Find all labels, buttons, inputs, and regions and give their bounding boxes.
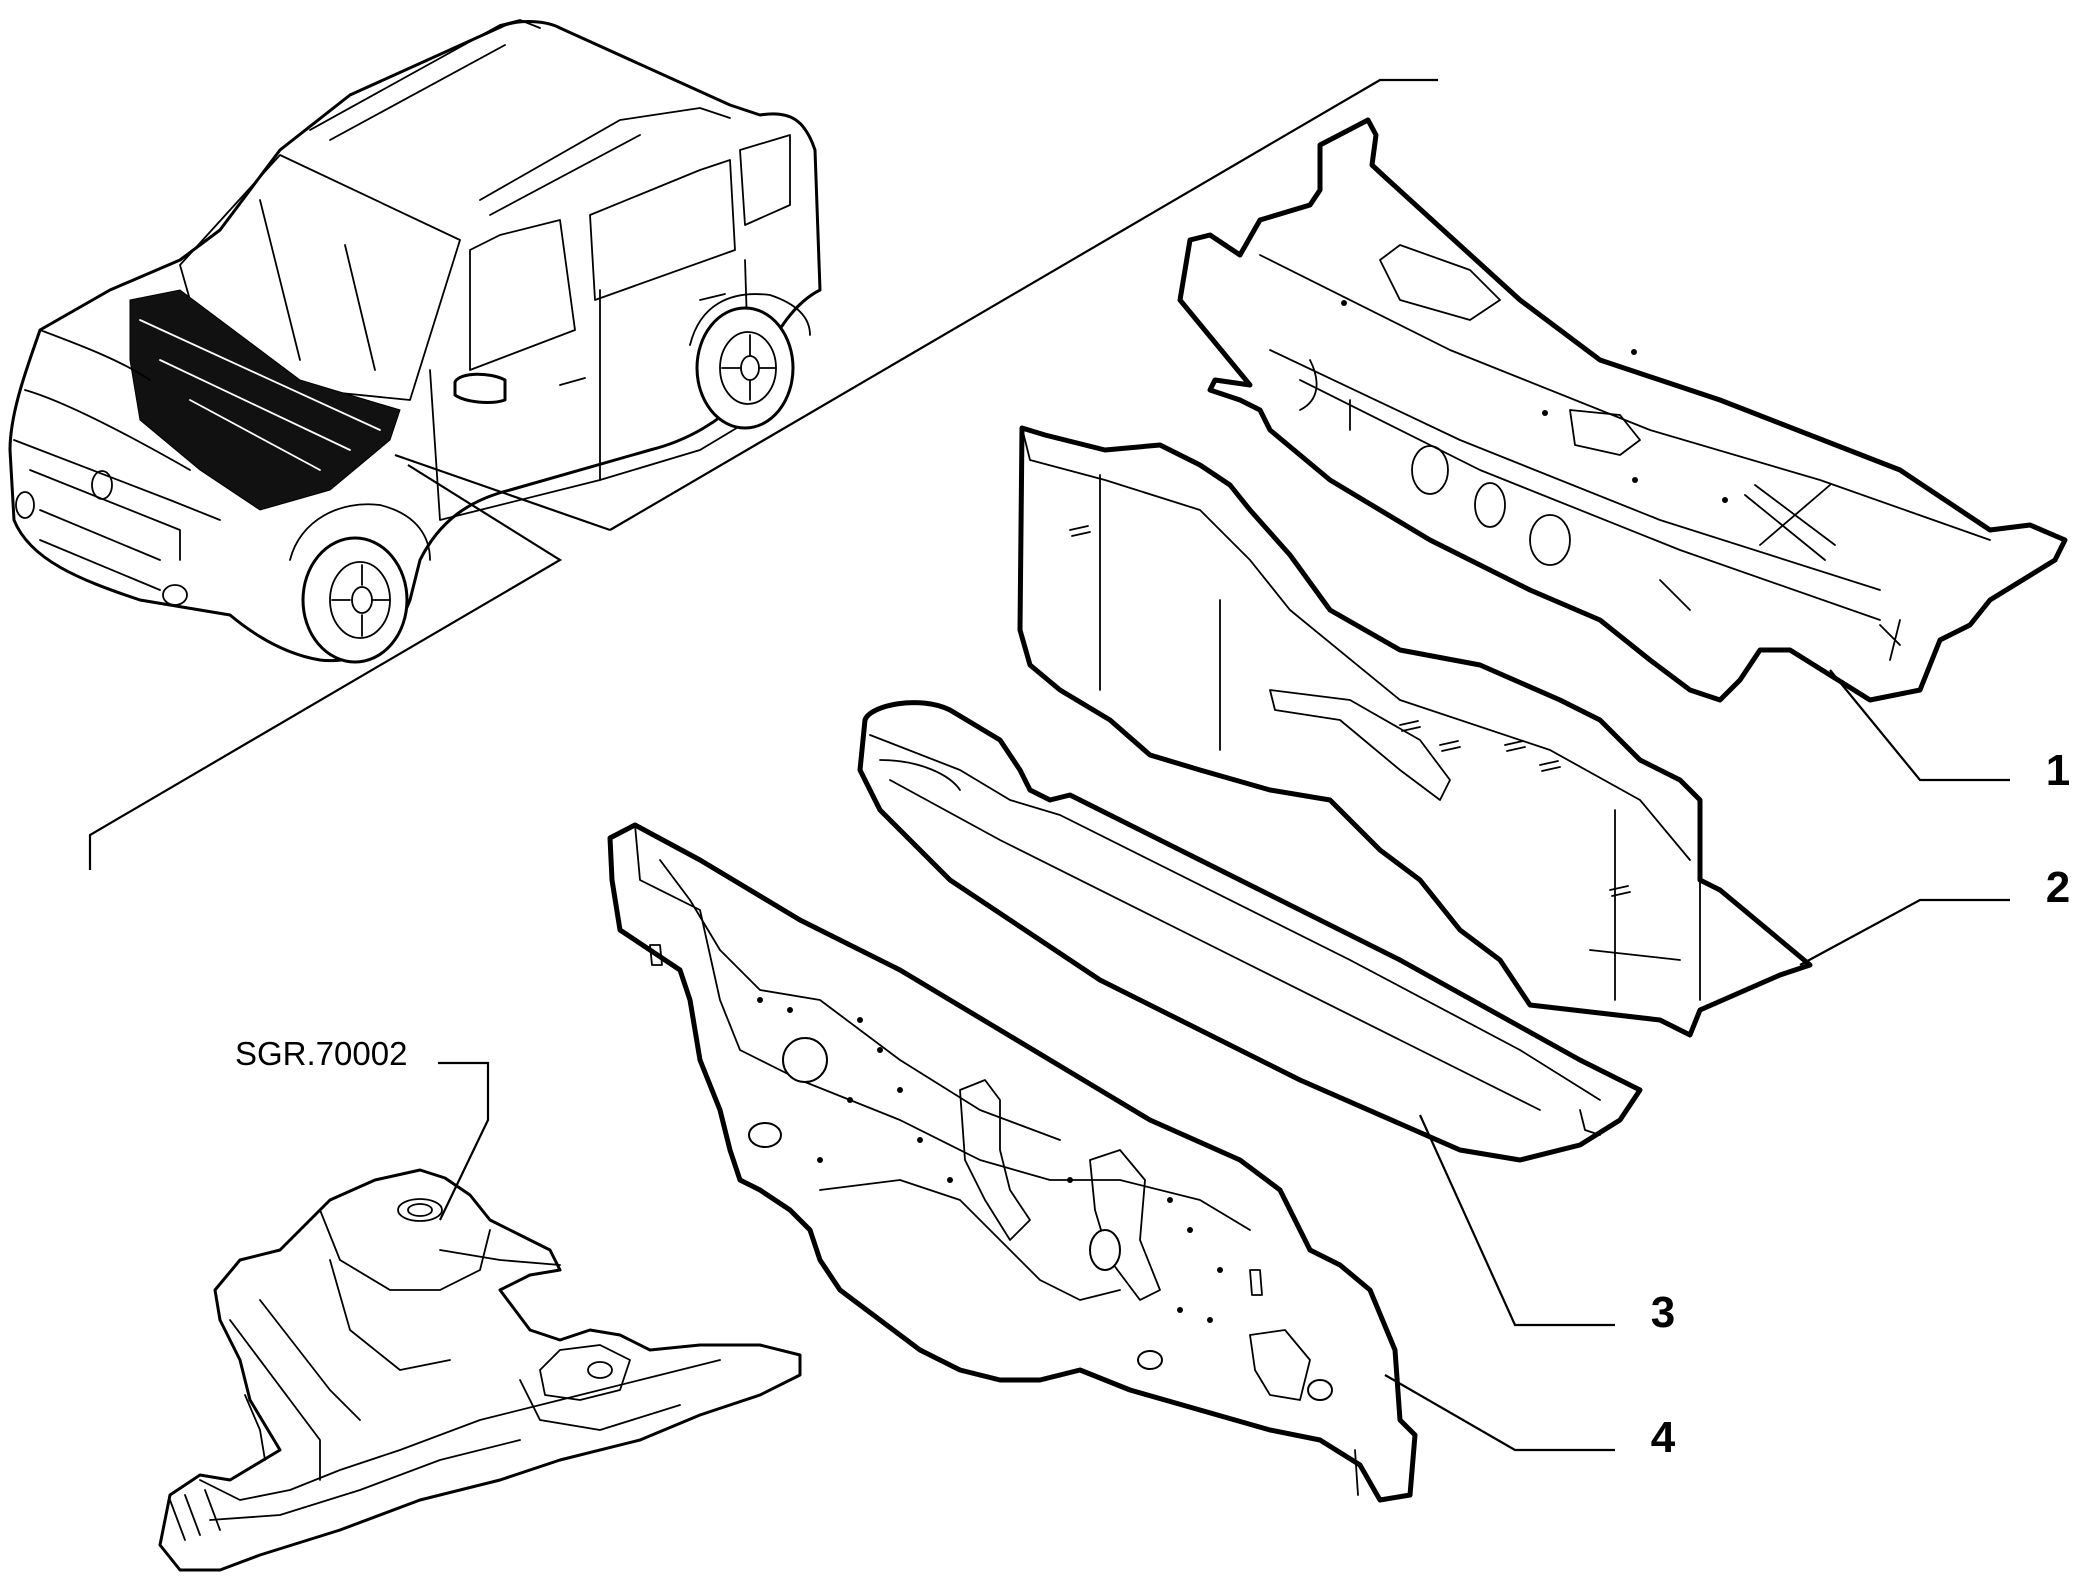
dashboard-studs xyxy=(1069,525,1631,897)
callout-2-label: 2 xyxy=(2046,863,2070,912)
reference-front-side-member xyxy=(158,1168,802,1572)
part-3-cross-member xyxy=(857,700,1643,1163)
overview-callout-lines xyxy=(88,78,1438,870)
bulkhead-holes xyxy=(757,997,1223,1323)
part-4-bulkhead-panel xyxy=(607,822,1418,1503)
callout-1-label: 1 xyxy=(2046,746,2070,795)
part-1-upper-cowl-panel xyxy=(1177,117,2068,703)
reference-group-label: SGR.70002 xyxy=(235,1035,407,1072)
vehicle-overview-illustration xyxy=(8,19,822,664)
rear-wheel-icon xyxy=(695,306,795,430)
callout-4-label: 4 xyxy=(1651,1413,1676,1462)
part-2-dashboard-panel xyxy=(1017,425,1813,1038)
front-wheel-icon xyxy=(301,536,409,664)
callout-3-label: 3 xyxy=(1651,1288,1675,1337)
leader-lines xyxy=(438,669,2010,1452)
